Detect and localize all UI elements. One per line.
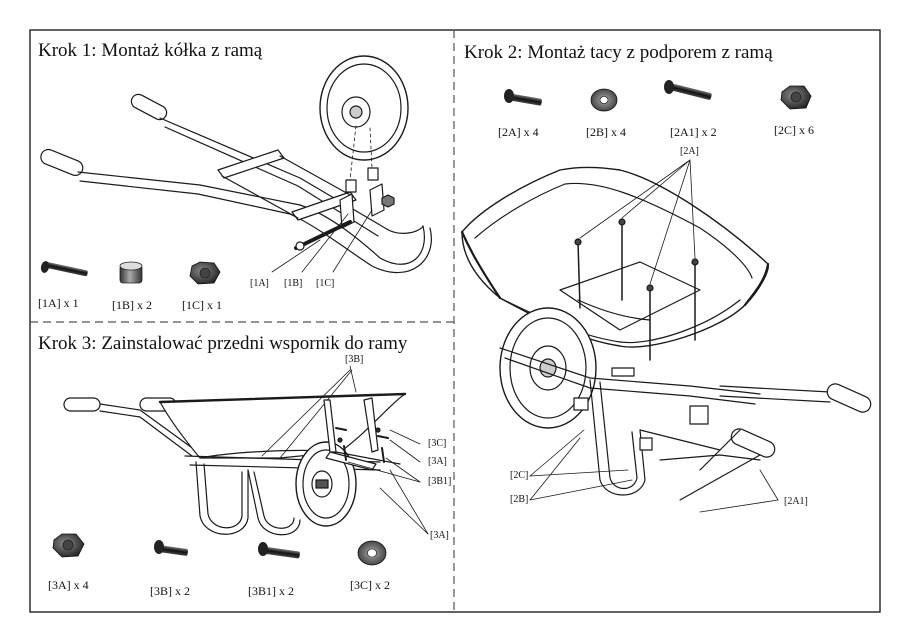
callout-3C: [3C] xyxy=(428,438,447,449)
callout-3B1: [3B1] xyxy=(428,476,452,487)
part-2A-bolt-icon xyxy=(504,89,542,106)
part-3B1-bolt-icon xyxy=(258,542,300,559)
callout-1A: [1A] xyxy=(250,278,269,289)
callout-2B: [2B] xyxy=(510,494,529,505)
part-2B-label: [2B] x 4 xyxy=(586,125,626,139)
callout-2C: [2C] xyxy=(510,470,529,481)
step2-handle-grip-front xyxy=(730,428,776,458)
callout-2A: [2A] xyxy=(680,146,699,157)
callout-3A-bottom: [3A] xyxy=(430,530,449,541)
part-3C-label: [3C] x 2 xyxy=(350,578,390,592)
part-3B-label: [3B] x 2 xyxy=(150,584,190,598)
part-1B-sleeve-icon xyxy=(119,261,143,284)
part-2A-label: [2A] x 4 xyxy=(498,125,539,139)
part-3B-bolt-icon xyxy=(154,540,189,556)
callout-2A1: [2A1] xyxy=(784,496,808,507)
part-1A-label: [1A] x 1 xyxy=(38,296,79,310)
part-2A1-bolt-icon xyxy=(664,80,712,100)
part-2C-nut-icon xyxy=(780,85,812,110)
part-2B-washer-icon xyxy=(590,88,618,112)
part-1C-label: [1C] x 1 xyxy=(182,298,222,312)
part-3B1-label: [3B1] x 2 xyxy=(248,584,294,598)
step3-title: Krok 3: Zainstalować przedni wspornik do… xyxy=(38,333,408,354)
part-2A1-label: [2A1] x 2 xyxy=(670,125,717,139)
step2-title: Krok 2: Montaż tacy z podporem z ramą xyxy=(464,42,773,63)
step2-handle-grip-right xyxy=(826,383,872,413)
callout-1C: [1C] xyxy=(316,278,335,289)
step1-drawing xyxy=(40,55,432,274)
step1-title: Krok 1: Montaż kółka z ramą xyxy=(38,40,263,61)
part-1C-nut-icon xyxy=(189,261,221,285)
step3-handle-grip-left xyxy=(63,397,101,412)
callout-1B: [1B] xyxy=(284,278,303,289)
part-3A-label: [3A] x 4 xyxy=(48,578,89,592)
part-1B-label: [1B] x 2 xyxy=(112,298,152,312)
part-1A-bolt-icon xyxy=(40,261,88,277)
step2-drawing xyxy=(460,159,872,513)
step1-handle-grip-upper xyxy=(130,93,168,121)
callout-3A-top: [3A] xyxy=(428,456,447,467)
outer-frame xyxy=(29,29,881,613)
part-3A-nut-icon xyxy=(52,533,85,558)
part-2C-label: [2C] x 6 xyxy=(774,123,814,137)
step3-drawing xyxy=(63,365,429,536)
part-3C-washer-icon xyxy=(357,540,387,566)
callout-3B: [3B] xyxy=(345,354,364,365)
step1-handle-grip-lower xyxy=(40,148,84,176)
